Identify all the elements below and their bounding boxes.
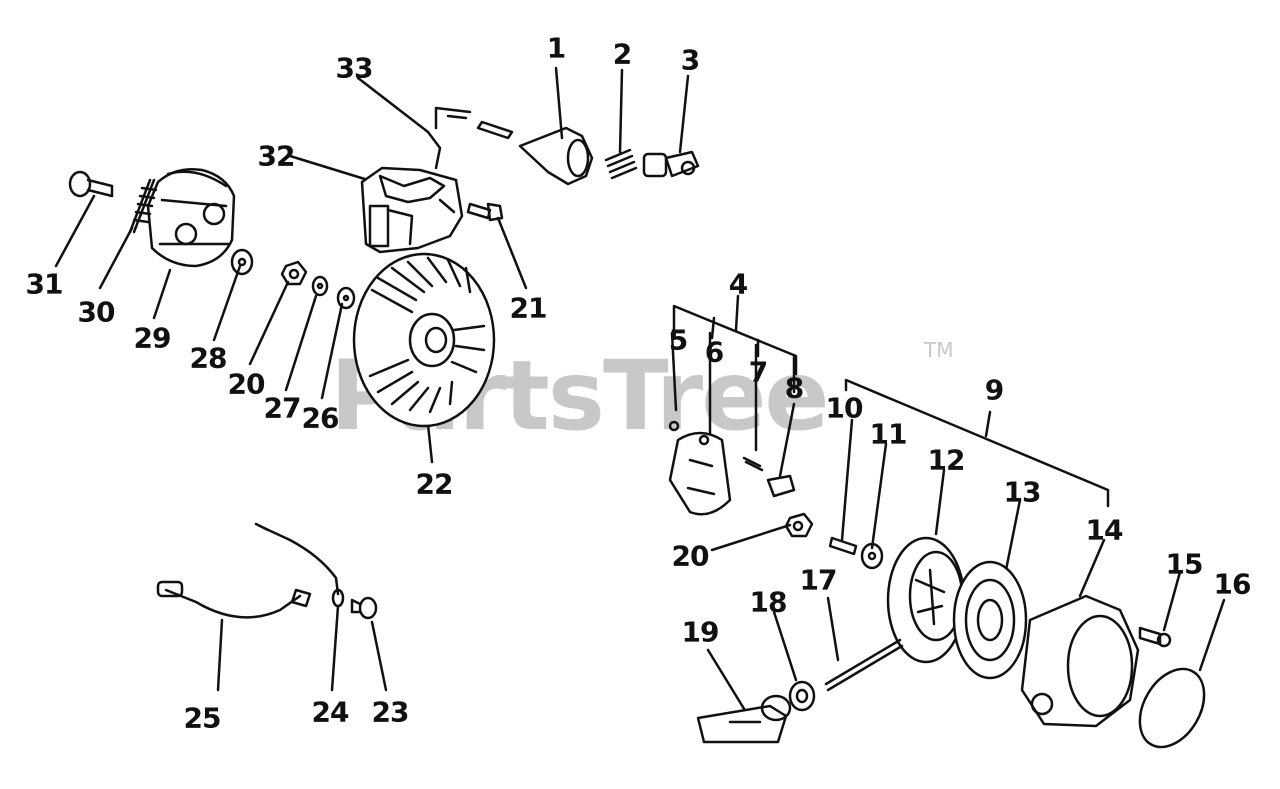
callout-28: 28 bbox=[189, 341, 228, 375]
callout-23: 23 bbox=[371, 695, 410, 729]
part-27-washer bbox=[311, 275, 329, 297]
callout-12: 12 bbox=[927, 443, 966, 477]
callout-31: 31 bbox=[25, 267, 64, 301]
callout-20-upper: 20 bbox=[227, 367, 266, 401]
callout-10: 10 bbox=[825, 391, 864, 425]
part-20-nut-lower bbox=[784, 512, 814, 538]
callout-14: 14 bbox=[1085, 513, 1124, 547]
part-16-ring bbox=[1138, 667, 1206, 749]
part-10-screw bbox=[828, 536, 858, 556]
callout-26: 26 bbox=[301, 401, 340, 435]
part-31-bolt bbox=[68, 170, 114, 198]
part-1 bbox=[518, 126, 594, 186]
callout-17: 17 bbox=[799, 563, 838, 597]
part-20-nut-top bbox=[280, 260, 308, 286]
callout-11: 11 bbox=[869, 417, 908, 451]
part-28-washer bbox=[230, 248, 254, 276]
callout-33: 33 bbox=[335, 51, 374, 85]
callout-30: 30 bbox=[77, 295, 116, 329]
part-5-pin bbox=[668, 420, 680, 432]
part-21-bolt bbox=[466, 202, 504, 222]
callout-22: 22 bbox=[415, 467, 454, 501]
part-18-bushing bbox=[788, 680, 816, 712]
callout-13: 13 bbox=[1003, 475, 1042, 509]
part-8-pawl bbox=[766, 474, 796, 498]
callout-6: 6 bbox=[704, 335, 725, 369]
callout-27: 27 bbox=[263, 391, 302, 425]
part-19-handle bbox=[696, 694, 792, 744]
part-14-starter-housing bbox=[1020, 594, 1140, 728]
callout-1: 1 bbox=[546, 31, 567, 65]
callout-8: 8 bbox=[784, 371, 805, 405]
part-13-recoil-spring bbox=[952, 560, 1028, 680]
part-24-terminal bbox=[331, 588, 345, 608]
part-6-pawl-housing bbox=[668, 431, 732, 516]
part-7-spring bbox=[742, 456, 764, 472]
leader-lines bbox=[54, 66, 1226, 714]
callout-32: 32 bbox=[257, 139, 296, 173]
callout-20-lower: 20 bbox=[671, 539, 710, 573]
part-32-carburetor bbox=[360, 166, 464, 254]
part-2-spring bbox=[604, 148, 638, 180]
trademark: TM bbox=[924, 338, 954, 362]
callout-7: 7 bbox=[748, 355, 769, 389]
part-11-washer bbox=[860, 542, 884, 570]
part-17-rope bbox=[824, 638, 904, 692]
callout-9: 9 bbox=[984, 373, 1005, 407]
callout-3: 3 bbox=[680, 43, 701, 77]
part-25-wire bbox=[156, 522, 340, 619]
callout-15: 15 bbox=[1165, 547, 1204, 581]
part-26-washer bbox=[336, 286, 356, 310]
callout-18: 18 bbox=[749, 585, 788, 619]
callout-21: 21 bbox=[509, 291, 548, 325]
part-15-bolt bbox=[1138, 626, 1172, 648]
callout-24: 24 bbox=[311, 695, 350, 729]
callout-2: 2 bbox=[612, 37, 633, 71]
part-29-clutch bbox=[146, 168, 236, 268]
part-12-pulley bbox=[886, 536, 966, 664]
callout-19: 19 bbox=[681, 615, 720, 649]
callout-29: 29 bbox=[133, 321, 172, 355]
callout-25: 25 bbox=[183, 701, 222, 735]
part-30-spring bbox=[128, 178, 158, 234]
callout-16: 16 bbox=[1213, 567, 1252, 601]
part-23-screw bbox=[350, 596, 378, 620]
callout-4: 4 bbox=[728, 267, 749, 301]
part-22-flywheel bbox=[352, 252, 496, 428]
callout-5: 5 bbox=[668, 323, 689, 357]
part-3 bbox=[642, 150, 700, 178]
fuel-line bbox=[426, 106, 514, 170]
